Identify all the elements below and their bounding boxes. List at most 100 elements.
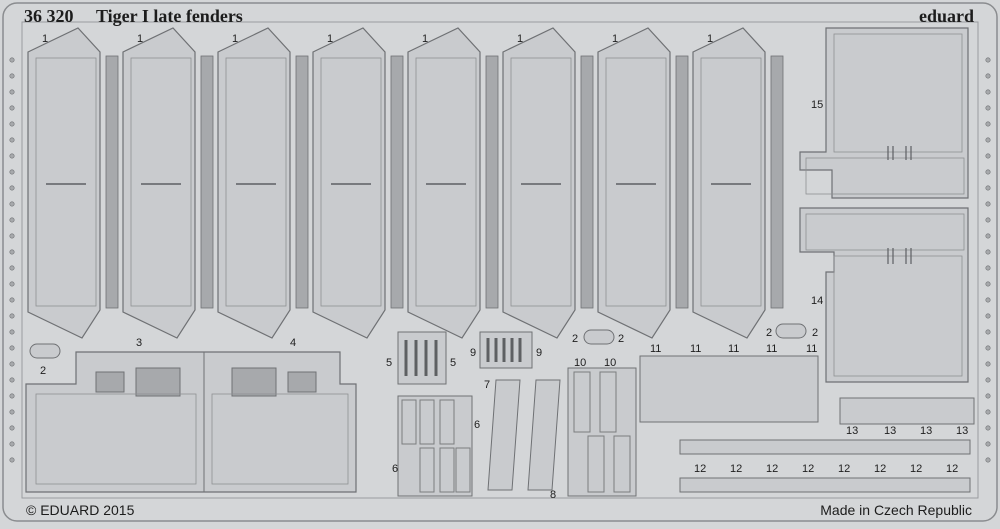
label-6-b: 6 — [392, 463, 398, 475]
copyright-text: © EDUARD 2015 — [26, 502, 135, 518]
fender-part-1 — [502, 27, 594, 339]
label-1: 1 — [137, 33, 143, 45]
edge-hole — [985, 57, 991, 63]
label-5-a: 5 — [386, 357, 392, 369]
edge-hole — [985, 121, 991, 127]
edge-hole — [985, 377, 991, 383]
label-12: 12 — [910, 463, 922, 475]
label-12: 12 — [766, 463, 778, 475]
fender-panels — [27, 27, 784, 339]
label-1: 1 — [422, 33, 428, 45]
label-11-b: 11 — [690, 343, 701, 355]
edge-hole — [985, 233, 991, 239]
edge-hole — [9, 57, 15, 63]
edge-hole — [985, 441, 991, 447]
edge-holes-right — [985, 57, 991, 463]
edge-hole — [985, 281, 991, 287]
label-12: 12 — [694, 463, 706, 475]
edge-hole — [9, 249, 15, 255]
edge-hole — [9, 265, 15, 271]
part-9: 9 9 — [470, 331, 542, 369]
label-12: 12 — [874, 463, 886, 475]
edge-hole — [9, 105, 15, 111]
label-2-d: 2 — [766, 327, 772, 339]
sheet-frame-inner — [21, 21, 979, 499]
edge-hole — [985, 169, 991, 175]
edge-hole — [9, 329, 15, 335]
edge-hole — [985, 137, 991, 143]
part-2-left: 2 — [29, 343, 61, 377]
label-8: 8 — [550, 489, 556, 501]
label-12: 12 — [838, 463, 850, 475]
fender-part-1 — [312, 27, 404, 339]
edge-hole — [9, 185, 15, 191]
label-12: 12 — [946, 463, 958, 475]
fender-part-1 — [122, 27, 214, 339]
edge-hole — [9, 73, 15, 79]
part-5: 5 5 — [386, 331, 456, 385]
edge-hole — [9, 457, 15, 463]
edge-hole — [985, 89, 991, 95]
edge-hole — [985, 297, 991, 303]
sheet-frame — [2, 2, 998, 522]
edge-hole — [9, 201, 15, 207]
edge-hole — [985, 345, 991, 351]
edge-hole — [9, 281, 15, 287]
label-1: 1 — [517, 33, 523, 45]
label-12: 12 — [802, 463, 814, 475]
label-1: 1 — [232, 33, 238, 45]
label-11-c: 11 — [728, 343, 739, 355]
edge-hole — [985, 73, 991, 79]
label-1: 1 — [327, 33, 333, 45]
label-13-c: 13 — [920, 425, 932, 437]
label-9-a: 9 — [470, 347, 476, 359]
label-2-c: 2 — [618, 333, 624, 345]
edge-hole — [985, 409, 991, 415]
label-7: 7 — [484, 379, 490, 391]
edge-hole — [985, 457, 991, 463]
label-11-d: 11 — [766, 343, 777, 355]
label-9-b: 9 — [536, 347, 542, 359]
label-11-a: 11 — [650, 343, 661, 355]
label-15: 15 — [811, 99, 823, 111]
label-13-b: 13 — [884, 425, 896, 437]
catalog-number: 36 320 — [24, 6, 74, 26]
label-5-b: 5 — [450, 357, 456, 369]
fender-part-1 — [692, 27, 784, 339]
part-6: 6 6 — [392, 395, 480, 497]
fender-part-1 — [597, 27, 689, 339]
label-6-a: 6 — [474, 419, 480, 431]
edge-holes-left — [9, 57, 15, 463]
part-14: 14 — [799, 207, 969, 383]
edge-hole — [9, 233, 15, 239]
label-10-b: 10 — [604, 357, 616, 369]
part-11: 11 11 11 11 11 — [639, 343, 819, 423]
part-10: 10 10 — [567, 357, 637, 497]
edge-hole — [9, 409, 15, 415]
edge-hole — [9, 297, 15, 303]
fender-part-1 — [407, 27, 499, 339]
edge-hole — [9, 377, 15, 383]
label-1: 1 — [42, 33, 48, 45]
edge-hole — [9, 425, 15, 431]
label-12: 12 — [730, 463, 742, 475]
part-2-center: 2 2 — [572, 329, 624, 345]
edge-hole — [9, 137, 15, 143]
label-2-e: 2 — [812, 327, 818, 339]
label-4: 4 — [290, 337, 296, 349]
edge-hole — [985, 361, 991, 367]
edge-hole — [9, 313, 15, 319]
edge-hole — [985, 201, 991, 207]
label-10-a: 10 — [574, 357, 586, 369]
edge-hole — [985, 393, 991, 399]
edge-hole — [9, 217, 15, 223]
edge-hole — [985, 249, 991, 255]
label-2-a: 2 — [40, 365, 46, 377]
edge-hole — [985, 153, 991, 159]
fender-part-1 — [27, 27, 119, 339]
fender-part-1 — [217, 27, 309, 339]
edge-hole — [985, 105, 991, 111]
label-14: 14 — [811, 295, 823, 307]
